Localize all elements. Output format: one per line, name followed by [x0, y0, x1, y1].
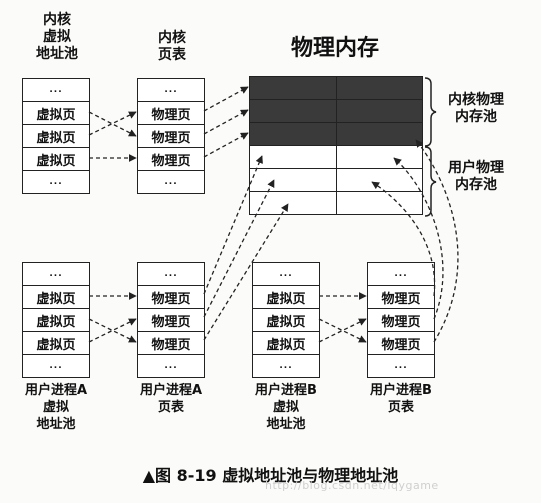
user-physical-pool-label: 用户物理 内存池	[448, 160, 504, 193]
kernel-memory-row	[250, 77, 422, 100]
mapping-arrow	[203, 155, 263, 295]
virtual-page-cell: 虚拟页	[23, 102, 89, 125]
table-cell: ...	[164, 361, 178, 371]
physical-page-cell: 物理页	[368, 309, 434, 332]
kernel-virtual-pool: ... 虚拟页 虚拟页 虚拟页 ...	[22, 78, 90, 194]
kernel-memory-row	[250, 123, 422, 146]
user-a-page-table: ... 物理页 物理页 物理页 ...	[137, 262, 205, 378]
physical-page-cell: 物理页	[138, 309, 204, 332]
physical-page-cell: 物理页	[138, 148, 204, 171]
kernel-physical-pool-label: 内核物理 内存池	[448, 92, 504, 125]
table-cell: ...	[49, 177, 63, 187]
virtual-page-cell: 虚拟页	[253, 332, 319, 355]
physical-page-cell: 物理页	[138, 125, 204, 148]
table-cell: ...	[138, 263, 204, 286]
kernel-virtual-pool-label: 内核 虚拟 地址池	[36, 12, 78, 62]
virtual-page-cell: 虚拟页	[23, 309, 89, 332]
table-cell: ...	[49, 361, 63, 371]
figure-caption: ▲图 8-19 虚拟地址池与物理地址池	[142, 466, 399, 485]
user-b-page-table: ... 物理页 物理页 物理页 ...	[367, 262, 435, 378]
user-b-page-table-label: 用户进程B 页表	[370, 383, 432, 415]
user-b-virtual-pool-label: 用户进程B 虚拟 地址池	[255, 383, 317, 432]
table-cell: ...	[394, 361, 408, 371]
kernel-pool-brace	[424, 77, 437, 147]
virtual-page-cell: 虚拟页	[23, 286, 89, 309]
user-memory-row	[250, 192, 422, 214]
table-cell: ...	[279, 361, 293, 371]
kernel-memory-row	[250, 100, 422, 123]
physical-memory-block	[249, 76, 423, 215]
table-cell: ...	[23, 79, 89, 102]
user-pool-brace	[424, 146, 437, 217]
table-cell: ...	[164, 177, 178, 187]
user-b-virtual-pool: ... 虚拟页 虚拟页 虚拟页 ...	[252, 262, 320, 378]
watermark: http://blog.csdn.net/lqygame	[265, 479, 439, 492]
mapping-arrow	[203, 179, 275, 318]
table-cell: ...	[253, 263, 319, 286]
physical-page-cell: 物理页	[138, 102, 204, 125]
mapping-arrow	[318, 318, 367, 343]
physical-memory-title: 物理内存	[290, 36, 379, 61]
virtual-page-cell: 虚拟页	[23, 125, 89, 148]
mapping-arrow	[415, 139, 459, 343]
mapping-arrow	[88, 111, 137, 136]
kernel-page-table: ... 物理页 物理页 物理页 ...	[137, 78, 205, 194]
table-cell: ...	[368, 263, 434, 286]
virtual-page-cell: 虚拟页	[253, 286, 319, 309]
table-cell: ...	[138, 79, 204, 102]
virtual-page-cell: 虚拟页	[253, 309, 319, 332]
user-a-page-table-label: 用户进程A 页表	[139, 383, 203, 415]
mapping-arrow	[203, 203, 289, 341]
user-a-virtual-pool: ... 虚拟页 虚拟页 虚拟页 ...	[22, 262, 90, 378]
virtual-page-cell: 虚拟页	[23, 332, 89, 355]
kernel-page-table-label: 内核 页表	[158, 30, 186, 63]
mapping-arrow	[203, 132, 249, 158]
mapping-arrow	[88, 318, 137, 343]
physical-page-cell: 物理页	[368, 332, 434, 355]
virtual-page-cell: 虚拟页	[23, 148, 89, 171]
physical-page-cell: 物理页	[138, 332, 204, 355]
table-cell: ...	[23, 263, 89, 286]
mapping-arrow	[88, 111, 137, 137]
mapping-arrow	[203, 109, 249, 135]
mapping-arrow	[393, 157, 444, 320]
user-memory-row	[250, 169, 422, 192]
physical-page-cell: 物理页	[368, 286, 434, 309]
mapping-arrow	[203, 86, 249, 112]
mapping-arrow	[88, 318, 137, 343]
mapping-arrow	[371, 181, 436, 297]
user-memory-row	[250, 146, 422, 169]
user-a-virtual-pool-label: 用户进程A 虚拟 地址池	[24, 383, 88, 432]
mapping-arrow	[318, 318, 367, 343]
physical-page-cell: 物理页	[138, 286, 204, 309]
